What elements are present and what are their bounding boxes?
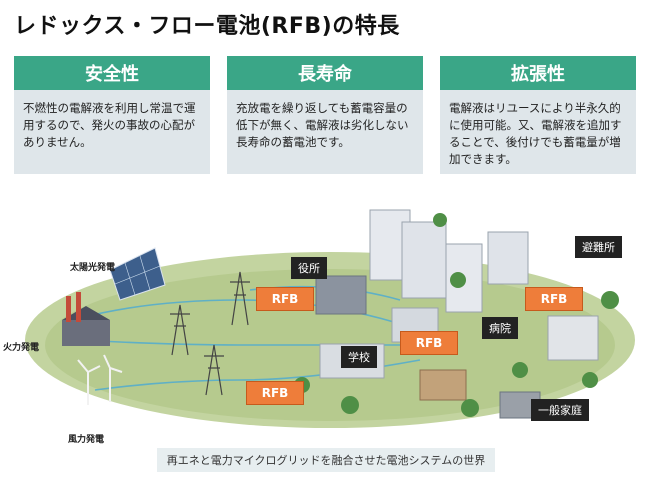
- feature-heading: 長寿命: [227, 56, 423, 90]
- feature-card-scalability: 拡張性 電解液はリユースにより半永久的に使用可能。又、電解液を追加することで、後…: [440, 56, 636, 174]
- rfb-battery-badge: RFB: [525, 287, 583, 311]
- thermal-label: 火力発電: [3, 343, 40, 353]
- microgrid-illustration: [25, 209, 635, 428]
- building-icon: [315, 209, 599, 419]
- tag-city-hall: 役所: [291, 257, 327, 279]
- page-title: レドックス・フロー電池(RFB)の特長: [14, 14, 400, 39]
- pylon-icon: [170, 271, 250, 396]
- tag-home: 一般家庭: [531, 399, 589, 421]
- wind-label: 風力発電: [68, 435, 105, 445]
- feature-heading: 安全性: [14, 56, 210, 90]
- feature-text: 充放電を繰り返しても蓄電容量の低下が無く、電解液は劣化しない長寿命の蓄電池です。: [236, 101, 409, 149]
- feature-text: 電解液はリユースにより半永久的に使用可能。又、電解液を追加することで、後付けでも…: [449, 101, 622, 166]
- illustration-caption: 再エネと電力マイクログリッドを融合させた電池システムの世界: [157, 448, 495, 472]
- rfb-battery-badge: RFB: [256, 287, 314, 311]
- rfb-battery-badge: RFB: [246, 381, 304, 405]
- rfb-battery-badge: RFB: [400, 331, 458, 355]
- wind-turbine-icon: [77, 354, 123, 405]
- feature-text: 不燃性の電解液を利用し常温で運用するので、発火の事故の心配がありません。: [23, 101, 196, 149]
- feature-heading: 拡張性: [440, 56, 636, 90]
- tag-school: 学校: [341, 346, 377, 368]
- solar-panel-icon: [109, 247, 166, 301]
- solar-label: 太陽光発電: [70, 263, 116, 273]
- feature-card-longevity: 長寿命 充放電を繰り返しても蓄電容量の低下が無く、電解液は劣化しない長寿命の蓄電…: [227, 56, 423, 174]
- thermal-plant-icon: [62, 292, 110, 346]
- feature-card-safety: 安全性 不燃性の電解液を利用し常温で運用するので、発火の事故の心配がありません。: [14, 56, 210, 174]
- tag-hospital: 病院: [482, 317, 518, 339]
- tag-shelter: 避難所: [575, 236, 622, 258]
